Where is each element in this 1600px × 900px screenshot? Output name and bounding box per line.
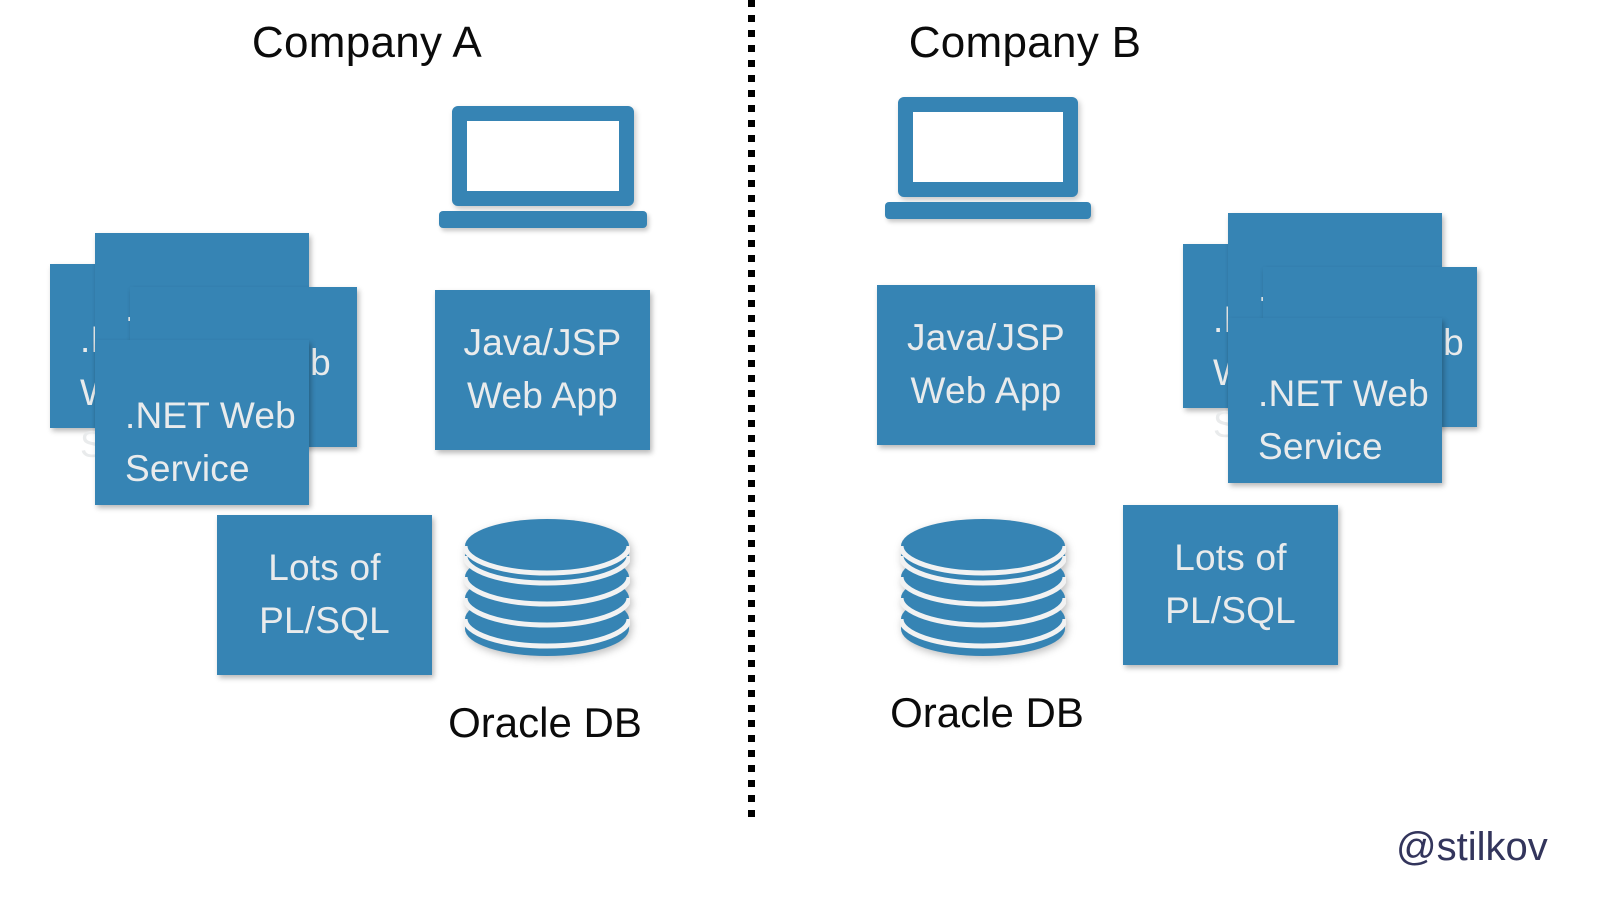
company-a-database-caption: Oracle DB — [448, 699, 642, 746]
java-jsp-web-app-label: Java/JSP Web App — [463, 322, 622, 416]
java-jsp-web-app-card[interactable]: Java/JSP Web App — [877, 285, 1095, 445]
lots-of-plsql-label: Lots of PL/SQL — [1165, 537, 1296, 631]
lots-of-plsql-label: Lots of PL/SQL — [259, 547, 390, 641]
java-jsp-web-app-label: Java/JSP Web App — [907, 317, 1065, 411]
company-b-laptop-icon — [885, 97, 1091, 219]
company-b-database-cylinder-icon — [900, 518, 1066, 666]
lots-of-plsql-card[interactable]: Lots of PL/SQL — [1123, 505, 1338, 665]
java-jsp-web-app-card[interactable]: Java/JSP Web App — [435, 290, 650, 450]
dotnet-web-service-label: .NET Web Service — [1258, 373, 1429, 467]
watermark-handle: @stilkov — [1396, 825, 1548, 869]
lots-of-plsql-card[interactable]: Lots of PL/SQL — [217, 515, 432, 675]
company-a-laptop-icon — [439, 106, 647, 228]
dotnet-web-service-card-front[interactable]: .NET Web Service — [1228, 318, 1442, 483]
laptop-base — [885, 202, 1091, 219]
laptop-screen — [452, 106, 634, 206]
dotnet-web-service-label: .NET Web Service — [125, 395, 296, 489]
company-a-title: Company A — [251, 18, 483, 67]
company-b-database-caption: Oracle DB — [890, 689, 1084, 736]
laptop-screen — [898, 97, 1078, 197]
dotnet-web-service-card-front[interactable]: .NET Web Service — [95, 340, 309, 505]
company-b-title: Company B — [908, 18, 1142, 67]
vertical-dotted-divider — [748, 0, 755, 824]
company-a-database-cylinder-icon — [464, 518, 630, 666]
laptop-base — [439, 211, 647, 228]
